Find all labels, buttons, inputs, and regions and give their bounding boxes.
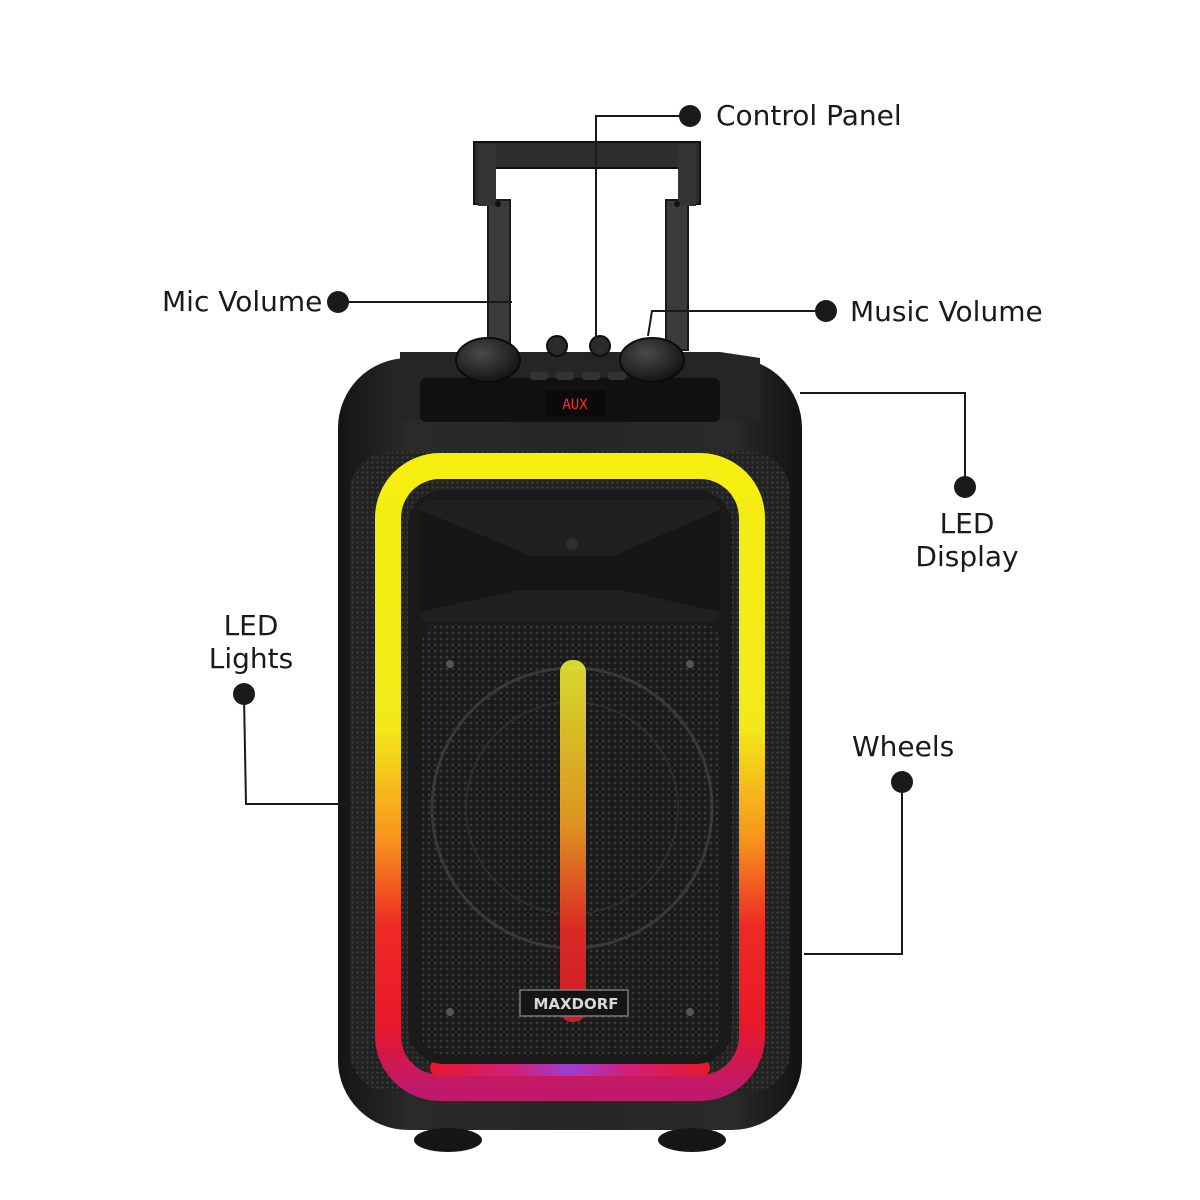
- led-strip: [560, 660, 586, 1022]
- callout-lines: [243, 115, 966, 955]
- wheels-dot: [891, 771, 913, 793]
- mic-volume-dot: [327, 291, 349, 313]
- led-lights-label: LED Lights: [196, 609, 306, 675]
- speaker-front: MAXDORF: [408, 490, 732, 1064]
- led-lights-label-line-2: Lights: [208, 642, 294, 675]
- control-panel-label: Control Panel: [716, 99, 902, 132]
- mic-volume-knob[interactable]: [455, 337, 521, 383]
- music-volume-knob[interactable]: [619, 337, 685, 383]
- brand-logo: MAXDORF: [519, 989, 629, 1017]
- music-volume-label: Music Volume: [850, 295, 1043, 328]
- wheels-label: Wheels: [852, 730, 955, 763]
- brand-logo-text: MAXDORF: [533, 995, 618, 1013]
- led-lights-dot: [233, 683, 255, 705]
- music-volume-dot: [815, 300, 837, 322]
- mic-volume-label: Mic Volume: [162, 285, 323, 318]
- led-display-text: AUX: [562, 397, 588, 413]
- control-knob-1[interactable]: [546, 335, 568, 357]
- control-panel-dot: [679, 105, 701, 127]
- callout-dots: [233, 105, 976, 793]
- trolley-handle: [473, 141, 701, 351]
- led-display-screen: AUX: [545, 390, 605, 416]
- led-display-label: LED Display: [912, 507, 1022, 573]
- led-display-label-line-2: Display: [915, 540, 1019, 573]
- led-display-dot: [954, 476, 976, 498]
- control-panel: AUX: [400, 335, 760, 422]
- control-buttons[interactable]: [530, 372, 626, 380]
- control-knob-2[interactable]: [589, 335, 611, 357]
- led-display-label-line-1: LED: [939, 507, 995, 540]
- led-lights-label-line-1: LED: [223, 609, 279, 642]
